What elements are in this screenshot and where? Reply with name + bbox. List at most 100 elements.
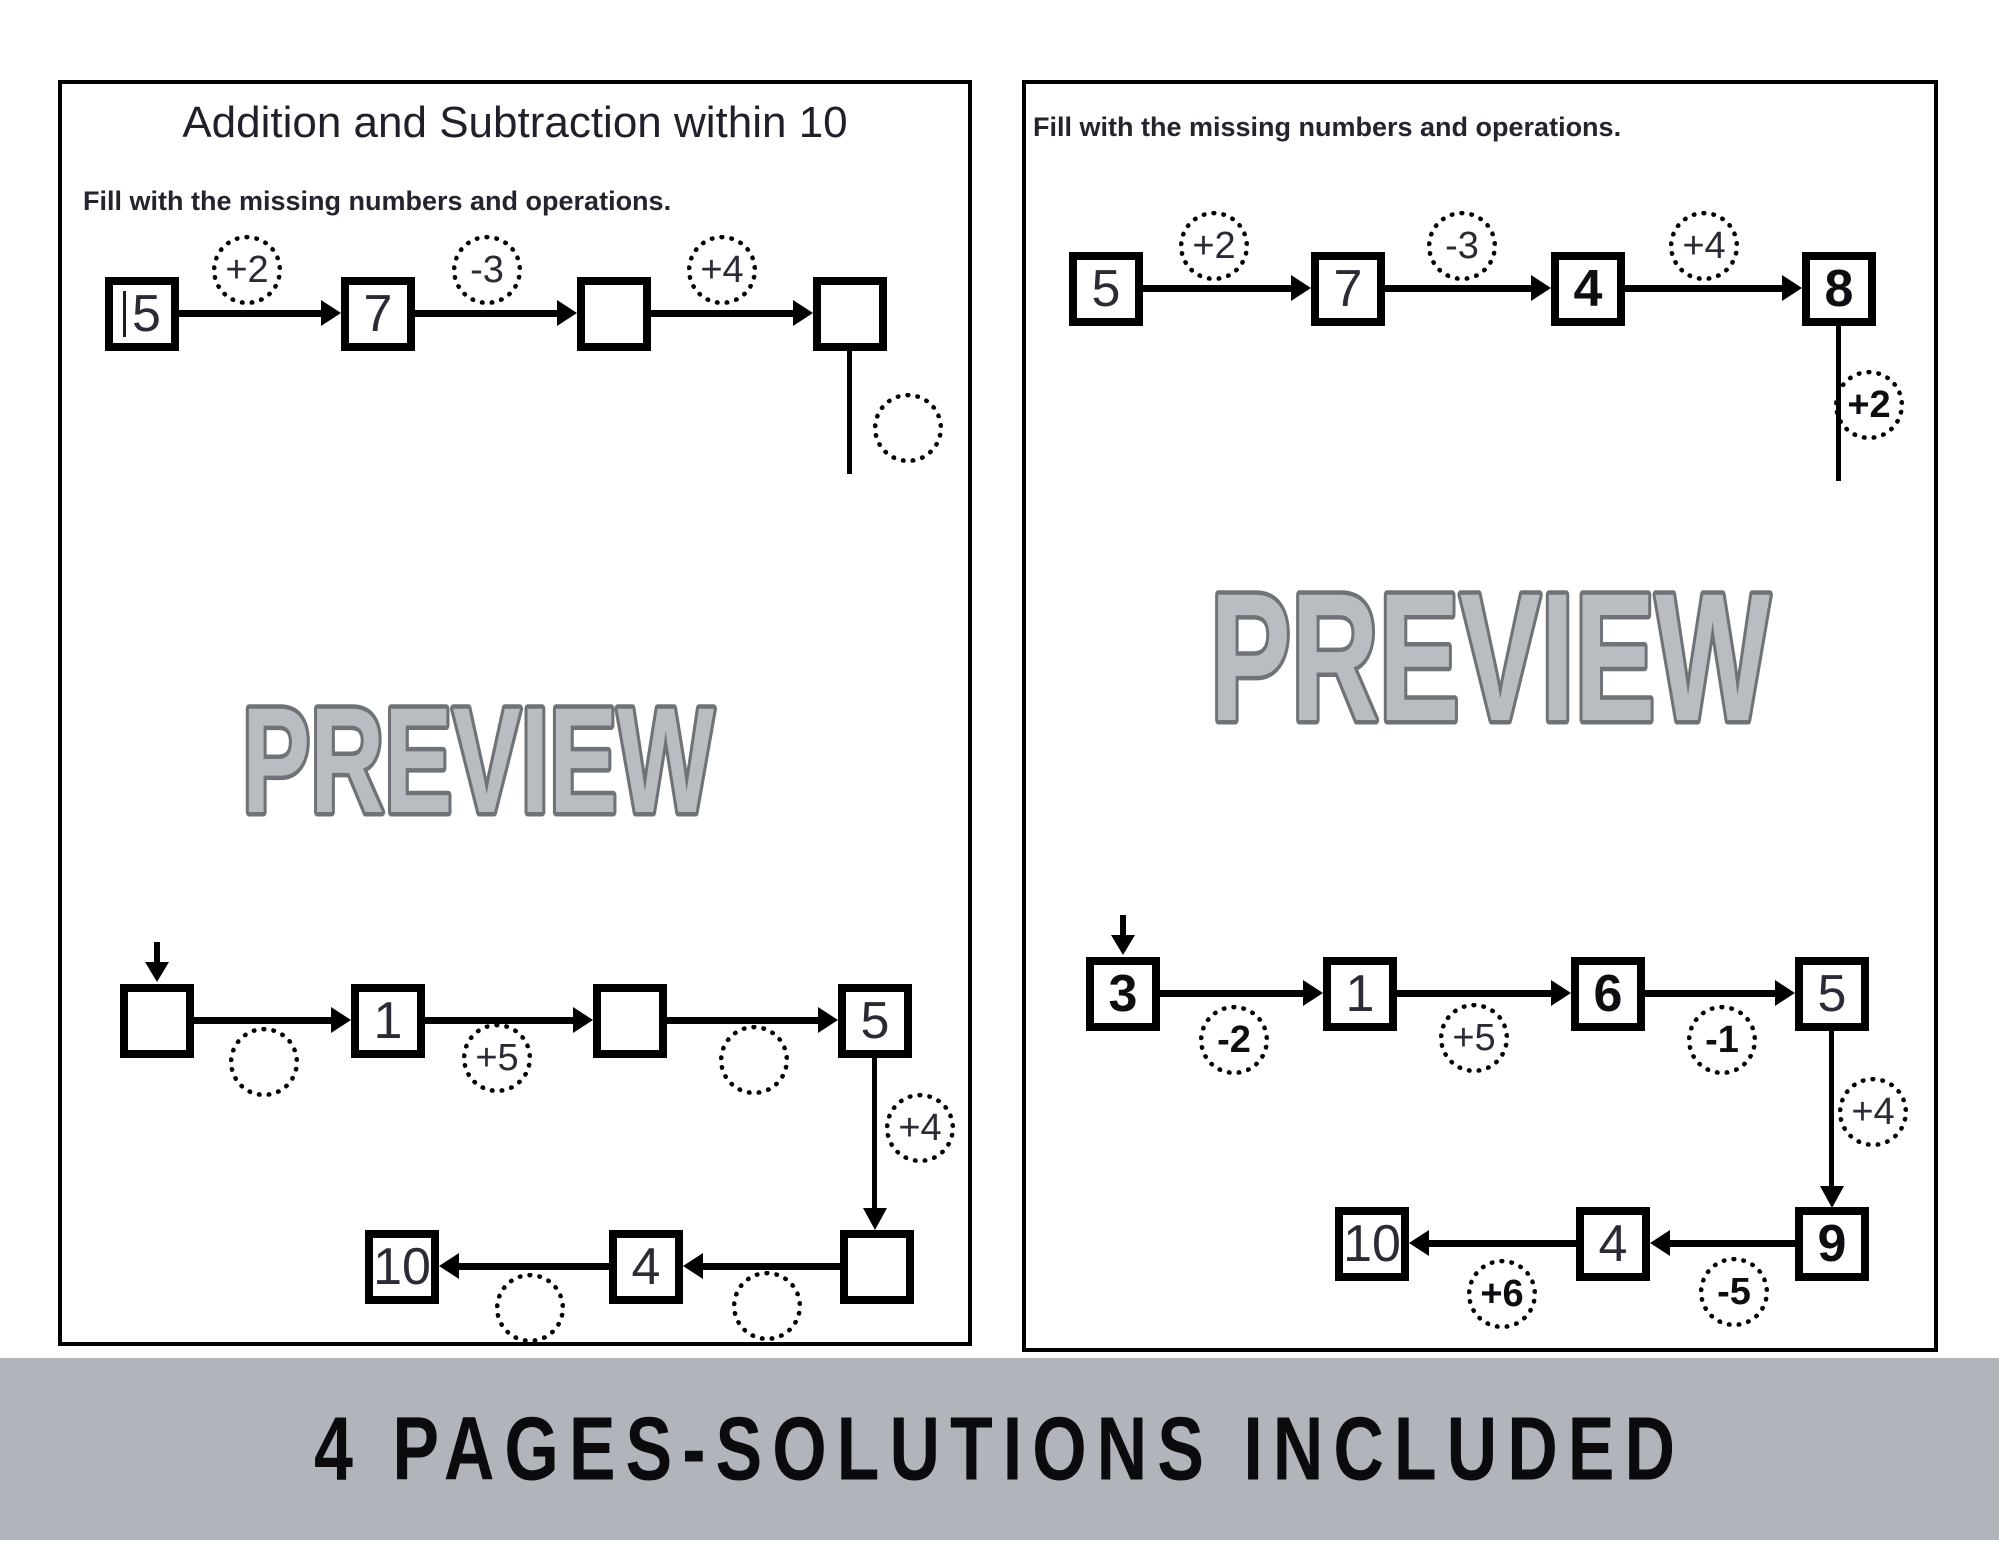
operation-value: +4 (898, 1106, 942, 1149)
number-box-value: 5 (132, 285, 161, 343)
operation-value: -3 (470, 248, 504, 291)
start-arrow-icon (1111, 935, 1135, 955)
number-box-value: 1 (373, 992, 403, 1050)
operation-circle[interactable] (732, 1271, 802, 1341)
operation-circle[interactable] (873, 393, 943, 463)
arrow-shaft (425, 1017, 573, 1024)
number-box-value: 8 (1824, 260, 1854, 318)
operation-value: +5 (475, 1036, 519, 1079)
number-box[interactable] (593, 984, 667, 1058)
arrow-right-head (573, 1007, 593, 1033)
number-box-value: 1 (1345, 965, 1375, 1023)
arrow-right-head (321, 300, 341, 326)
number-box[interactable]: 1 (351, 984, 425, 1058)
arrow-left-head (683, 1253, 703, 1279)
number-box-value: 4 (1573, 260, 1603, 318)
arrow-shaft (651, 310, 793, 317)
operation-circle: +2 (1834, 370, 1904, 440)
number-box[interactable] (120, 984, 194, 1058)
operation-circle[interactable]: +4 (885, 1093, 955, 1163)
operation-value: +2 (1192, 224, 1236, 267)
arrow-right-head (1303, 980, 1323, 1006)
number-box-value: 9 (1817, 1215, 1847, 1273)
arrow-left-head (439, 1253, 459, 1279)
number-box-value: 5 (1091, 260, 1121, 318)
operation-value: -2 (1217, 1018, 1251, 1061)
number-box-value: 6 (1593, 965, 1623, 1023)
arrow-down-head (1820, 1186, 1844, 1208)
arrow-right-head (557, 300, 577, 326)
operation-circle[interactable]: +5 (462, 1023, 532, 1093)
arrow-shaft (1385, 285, 1531, 292)
operation-circle: -3 (1427, 211, 1497, 281)
operation-value: -3 (1445, 224, 1479, 267)
arrow-shaft (194, 1017, 331, 1024)
preview-watermark: PREVIEW (238, 700, 719, 834)
number-box[interactable]: 5 (838, 984, 912, 1058)
operation-circle[interactable]: +2 (212, 235, 282, 305)
arrow-right-head (793, 300, 813, 326)
number-box[interactable]: 5 (105, 277, 179, 351)
operation-value: +6 (1480, 1272, 1524, 1315)
number-box-value: 4 (631, 1238, 661, 1296)
start-arrow-icon (145, 962, 169, 982)
number-box[interactable]: 10 (365, 1230, 439, 1304)
arrow-down-head (863, 1208, 887, 1230)
operation-value: -1 (1705, 1018, 1739, 1061)
number-box-value: 5 (1817, 965, 1847, 1023)
banner-text: 4 PAGES-SOLUTIONS INCLUDED (313, 1399, 1685, 1499)
footer-banner: 4 PAGES-SOLUTIONS INCLUDED (0, 1358, 1999, 1540)
operation-circle[interactable] (719, 1025, 789, 1095)
number-box: 6 (1571, 957, 1645, 1031)
arrow-shaft (415, 310, 557, 317)
operation-circle[interactable] (495, 1273, 565, 1343)
operation-circle[interactable]: -3 (452, 235, 522, 305)
worksheet-title: Addition and Subtraction within 10 (182, 98, 848, 147)
arrow-shaft (872, 1058, 877, 1208)
arrow-shaft (1625, 285, 1782, 292)
operation-circle[interactable] (229, 1027, 299, 1097)
arrow-right-head (1782, 275, 1802, 301)
number-box-value: 3 (1108, 965, 1138, 1023)
number-box[interactable] (813, 277, 887, 351)
operation-circle: +4 (1669, 211, 1739, 281)
number-box: 3 (1086, 957, 1160, 1031)
number-box[interactable]: 4 (609, 1230, 683, 1304)
arrow-left-head (1650, 1230, 1670, 1256)
number-box-value: 7 (1333, 260, 1363, 318)
arrow-shaft (1829, 1031, 1834, 1186)
arrow-shaft (1397, 990, 1551, 997)
number-box-value: 4 (1598, 1215, 1628, 1273)
operation-circle: +5 (1439, 1003, 1509, 1073)
arrow-shaft (667, 1017, 818, 1024)
arrow-shaft (1429, 1240, 1576, 1247)
operation-circle[interactable]: +4 (687, 235, 757, 305)
arrow-shaft (1160, 990, 1303, 997)
operation-value: +2 (225, 248, 269, 291)
number-box: 9 (1795, 1207, 1869, 1281)
instructions-text: Fill with the missing numbers and operat… (83, 186, 672, 216)
number-box[interactable]: 7 (341, 277, 415, 351)
preview-watermark-text: PREVIEW (1210, 582, 1770, 747)
number-box: 10 (1335, 1207, 1409, 1281)
arrow-left-head (1409, 1230, 1429, 1256)
arrow-shaft (1143, 285, 1291, 292)
number-box[interactable] (840, 1230, 914, 1304)
number-box: 5 (1069, 252, 1143, 326)
number-box-value: 7 (363, 285, 393, 343)
operation-value: +2 (1847, 383, 1891, 426)
number-box-value: 10 (373, 1238, 431, 1296)
number-box-value: 5 (860, 992, 890, 1050)
operation-circle: +2 (1179, 211, 1249, 281)
operation-value: -5 (1717, 1270, 1751, 1313)
operation-circle: +6 (1467, 1259, 1537, 1329)
arrow-right-head (1531, 275, 1551, 301)
operation-circle: -2 (1199, 1005, 1269, 1075)
preview-watermark: PREVIEW (1206, 582, 1775, 747)
operation-value: +5 (1452, 1016, 1496, 1059)
connector-line (847, 351, 852, 474)
arrow-shaft (1645, 990, 1775, 997)
operation-value: +4 (1851, 1090, 1895, 1133)
number-box[interactable] (577, 277, 651, 351)
